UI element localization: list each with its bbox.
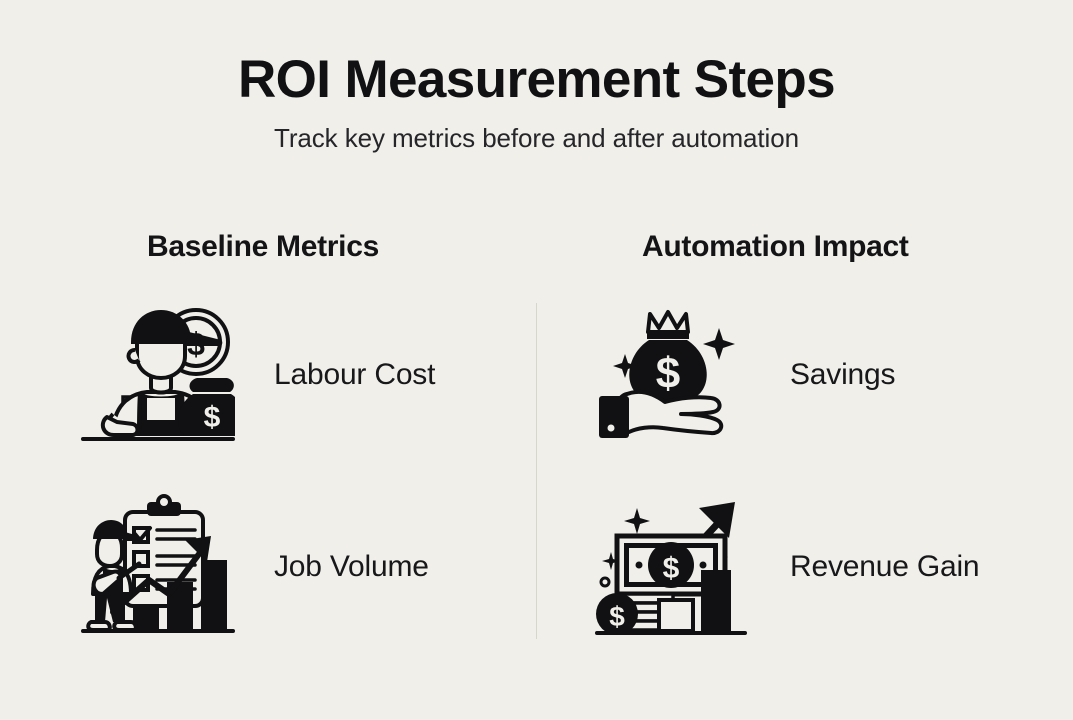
metric-row-revenue-gain: $ $: [592, 492, 980, 642]
metric-label-labour-cost: Labour Cost: [274, 358, 436, 391]
metric-label-revenue-gain: Revenue Gain: [790, 550, 980, 583]
column-heading-baseline: Baseline Metrics: [147, 230, 379, 263]
svg-text:$: $: [204, 401, 221, 434]
metric-row-labour-cost: $: [76, 300, 435, 450]
metric-label-savings: Savings: [790, 358, 896, 391]
column-divider: [536, 303, 537, 639]
header: ROI Measurement Steps Track key metrics …: [0, 52, 1073, 154]
svg-text:$: $: [609, 601, 625, 632]
svg-text:$: $: [656, 349, 680, 398]
page-subtitle: Track key metrics before and after autom…: [274, 122, 799, 153]
columns-area: Baseline Metrics Automation Impact $: [0, 222, 1073, 662]
svg-text:$: $: [663, 552, 680, 585]
metric-row-job-volume: Job Volume: [76, 492, 429, 642]
hand-holding-money-bag-icon: $: [592, 300, 752, 450]
clipboard-checklist-growth-chart-icon: [76, 492, 236, 642]
page-title: ROI Measurement Steps: [237, 50, 836, 109]
metric-row-savings: $ Savings: [592, 300, 896, 450]
column-heading-automation: Automation Impact: [642, 230, 909, 263]
worker-with-money-icon: $: [76, 300, 236, 450]
banknote-coins-growth-chart-icon: $ $: [592, 492, 752, 642]
metric-label-job-volume: Job Volume: [274, 550, 429, 583]
